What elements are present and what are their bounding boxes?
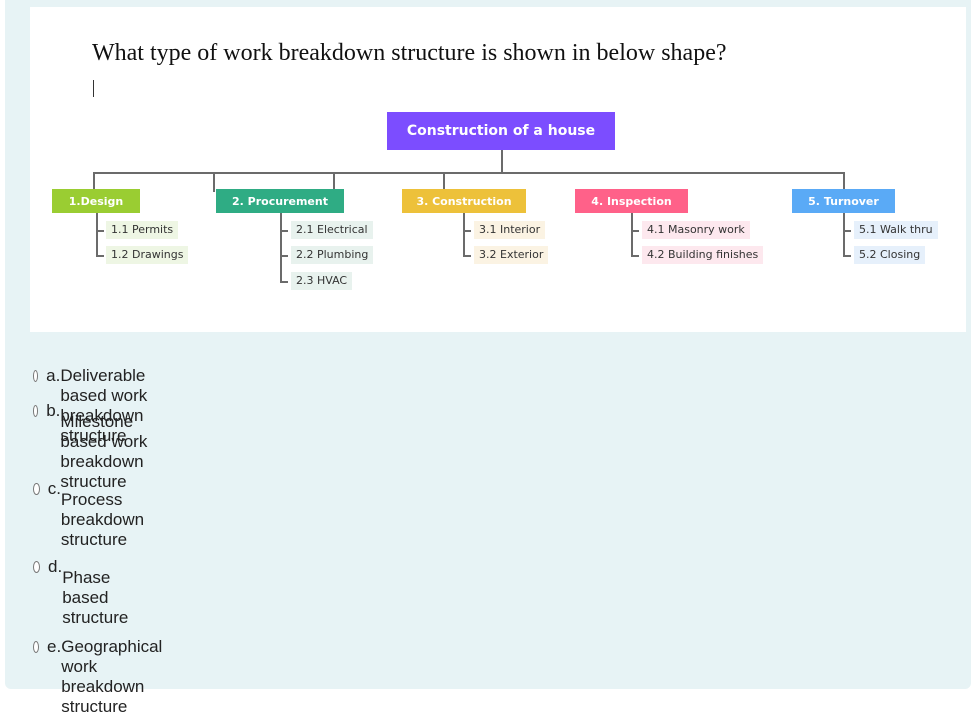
connector-line [843,172,845,192]
connector-line [631,213,633,257]
question-text: What type of work breakdown structure is… [92,40,727,66]
branch-label: 2. Procurement [232,194,328,208]
option-letter: e. [47,637,62,656]
radio-button[interactable] [33,641,40,653]
connector-line [463,213,465,257]
connector-line [463,230,471,232]
connector-line [280,213,282,283]
option-letter: c. [47,479,61,498]
branch-node-procurement: 2. Procurement [216,189,344,213]
connector-line [280,230,288,232]
connector-line [96,230,104,232]
option-label[interactable]: Phase based structure [62,568,129,627]
branch-node-construction: 3. Construction [402,189,526,213]
connector-line [96,213,98,257]
option-letter: d. [48,557,63,576]
question-text-box: What type of work breakdown structure is… [30,7,966,332]
option-letter: a. [46,366,61,385]
text-cursor [93,80,94,97]
branch-label: 1.Design [68,194,124,208]
leaf-item: 3.2 Exterior [474,246,549,264]
branch-node-design: 1.Design [52,189,140,213]
root-label: Construction of a house [406,123,596,139]
option-label[interactable]: Process breakdown structure [60,490,145,549]
option-label[interactable]: Milestone based work breakdown structure [60,412,148,491]
connector-line [333,172,335,192]
branch-label: 4. Inspection [591,194,672,208]
radio-button[interactable] [33,370,39,382]
radio-button[interactable] [33,405,39,417]
radio-button[interactable] [33,561,40,573]
connector-line [843,213,845,257]
root-node: Construction of a house [387,112,615,150]
leaf-item: 2.1 Electrical [291,221,373,239]
leaf-item: 4.2 Building finishes [642,246,764,264]
connector-line [280,281,288,283]
branch-label: 3. Construction [416,194,512,208]
leaf-item: 2.2 Plumbing [291,246,374,264]
leaf-item: 1.1 Permits [106,221,179,239]
connector-line [631,230,639,232]
radio-button[interactable] [33,483,40,495]
option-a[interactable]: a. Deliverable based work breakdown stru… [33,366,166,446]
option-c[interactable]: c. Process breakdown structure [33,479,164,550]
option-letter: b. [46,401,61,420]
connector-line [280,255,288,257]
branch-node-turnover: 5. Turnover [792,189,895,213]
connector-line [93,172,845,174]
connector-line [213,172,215,192]
option-b[interactable]: b. Milestone based work breakdown struct… [33,401,164,492]
option-label[interactable]: Deliverable based work breakdown structu… [60,366,148,445]
connector-line [843,230,851,232]
leaf-item: 5.2 Closing [854,246,926,264]
connector-line [843,255,851,257]
option-label[interactable]: Geographical work breakdown structure [61,637,163,716]
connector-line [463,255,471,257]
option-e[interactable]: e. Geographical work breakdown structure [33,637,182,717]
connector-line [93,172,95,192]
leaf-item: 2.3 HVAC [291,272,353,290]
connector-line [631,255,639,257]
leaf-item: 4.1 Masonry work [642,221,750,239]
leaf-item: 3.1 Interior [474,221,546,239]
connector-line [501,150,503,173]
connector-line [443,172,445,192]
option-d[interactable]: d. Phase based structure [33,557,147,628]
branch-node-inspection: 4. Inspection [575,189,688,213]
leaf-item: 5.1 Walk thru [854,221,938,239]
branch-label: 5. Turnover [808,194,879,208]
leaf-item: 1.2 Drawings [106,246,189,264]
question-container: What type of work breakdown structure is… [5,0,971,716]
connector-line [96,255,104,257]
